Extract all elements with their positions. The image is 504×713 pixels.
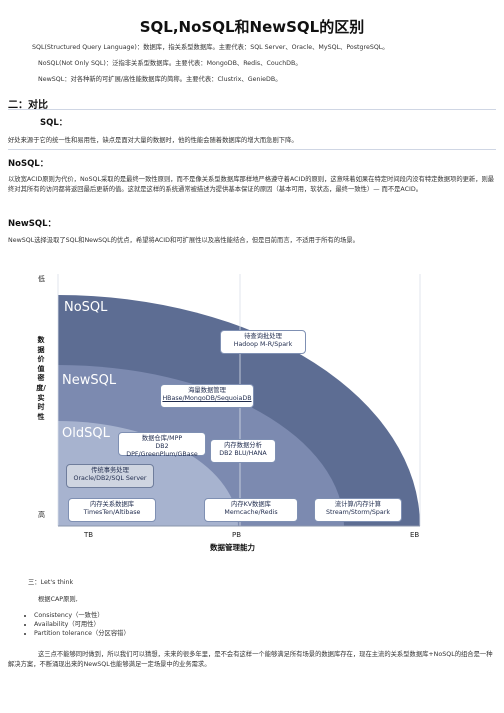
list-item: Consistency（一致性） [34, 611, 130, 620]
intro-newsql: NewSQL：对各种新的可扩展/高性能数据库的简称。主要代表：Clustrix、… [38, 76, 282, 83]
box-batch-query: 待查询批处理 Hadoop M-R/Spark [220, 330, 306, 354]
box-subtitle: HBase/MongoDB/SequoiaDB [162, 395, 252, 402]
box-memory-kv: 内存KV数据库 Memcache/Redis [204, 498, 298, 522]
intro-nosql: NoSQL(Not Only SQL)：泛指非关系型数据库。主要代表：Mongo… [38, 60, 302, 67]
box-subtitle: DB2 BLU/HANA [219, 450, 267, 457]
y-axis-high: 高 [38, 511, 45, 519]
sql-heading: SQL： [40, 118, 68, 128]
box-subtitle: Oracle/DB2/SQL Server [73, 475, 147, 482]
box-memory-analytics: 内存数据分析 DB2 BLU/HANA [210, 439, 276, 463]
box-subtitle: TimesTen/Altibase [83, 509, 141, 516]
nosql-heading: NoSQL： [8, 159, 49, 169]
box-title: 待查询批处理 [244, 333, 282, 340]
divider [8, 109, 496, 110]
newsql-text: NewSQL选择汲取了SQL和NewSQL的优点，希望将ACID和可扩展性以及高… [8, 237, 359, 244]
x-tick-tb: TB [84, 531, 94, 539]
box-title: 流计算/内存计算 [334, 501, 382, 508]
database-landscape-diagram: 数据价值密度/实时性 低 高 NoSQL NewSQL OldSQL 待查询批处… [0, 268, 504, 558]
intro-sql: SQL(Structured Query Language)：数据库，指关系型数… [32, 44, 389, 51]
section-heading-think: 三：Let's think [28, 579, 74, 586]
page-title: SQL,NoSQL和NewSQL的区别 [139, 18, 365, 36]
zone-label-oldsql: OldSQL [62, 426, 110, 441]
cap-list: Consistency（一致性） Availability（可用性） Parti… [20, 611, 130, 638]
box-memory-relational: 内存关系数据库 TimesTen/Altibase [68, 498, 156, 522]
x-tick-pb: PB [232, 531, 242, 539]
box-subtitle: Hadoop M-R/Spark [233, 341, 293, 348]
list-item: Availability（可用性） [34, 620, 130, 629]
sql-text: 好处来源于它的统一性和易用性，缺点是面对大量的数据时，他的性能会随着数据库的增大… [8, 137, 298, 144]
box-title: 内存关系数据库 [89, 501, 135, 508]
box-subtitle: Memcache/Redis [224, 509, 278, 516]
y-axis-low: 低 [38, 275, 45, 283]
newsql-heading: NewSQL： [8, 219, 56, 229]
box-subtitle: Stream/Storm/Spark [325, 509, 391, 516]
x-axis-label: 数据管理能力 [210, 543, 255, 552]
box-title: 内存KV数据库 [231, 501, 271, 508]
nosql-text: 以放宽ACID原则为代价，NoSQL采取的是最终一致性原则，而不是像关系型数据库… [8, 176, 495, 193]
box-title: 传统事务处理 [91, 467, 129, 474]
box-title: 内存数据分析 [224, 442, 262, 449]
divider [8, 149, 496, 150]
zone-label-newsql: NewSQL [62, 373, 117, 388]
box-transaction: 传统事务处理 Oracle/DB2/SQL Server [66, 464, 154, 488]
y-axis-label: 数据价值密度/实时性 [36, 336, 46, 421]
section-heading-compare: 二：对比 [8, 100, 48, 111]
box-title: 数据仓库/MPP [141, 435, 183, 442]
box-subtitle: DB2 DPF/GreenPlum/GBase [126, 443, 198, 458]
list-item: Partition tolerance（分区容错） [34, 629, 130, 638]
box-massive-data: 海量数据管理 HBase/MongoDB/SequoiaDB [160, 384, 254, 408]
x-tick-eb: EB [410, 531, 420, 539]
cap-intro: 根据CAP原则, [38, 596, 78, 603]
box-title: 海量数据管理 [188, 387, 226, 394]
zone-label-nosql: NoSQL [64, 300, 108, 315]
box-stream-compute: 流计算/内存计算 Stream/Storm/Spark [314, 498, 402, 522]
conclusion-text: 这三点不能够同时做到，所以我们可以猜想，未来的很多年里，是不会有这样一个能够满足… [8, 651, 493, 668]
box-data-warehouse: 数据仓库/MPP DB2 DPF/GreenPlum/GBase [118, 432, 206, 458]
